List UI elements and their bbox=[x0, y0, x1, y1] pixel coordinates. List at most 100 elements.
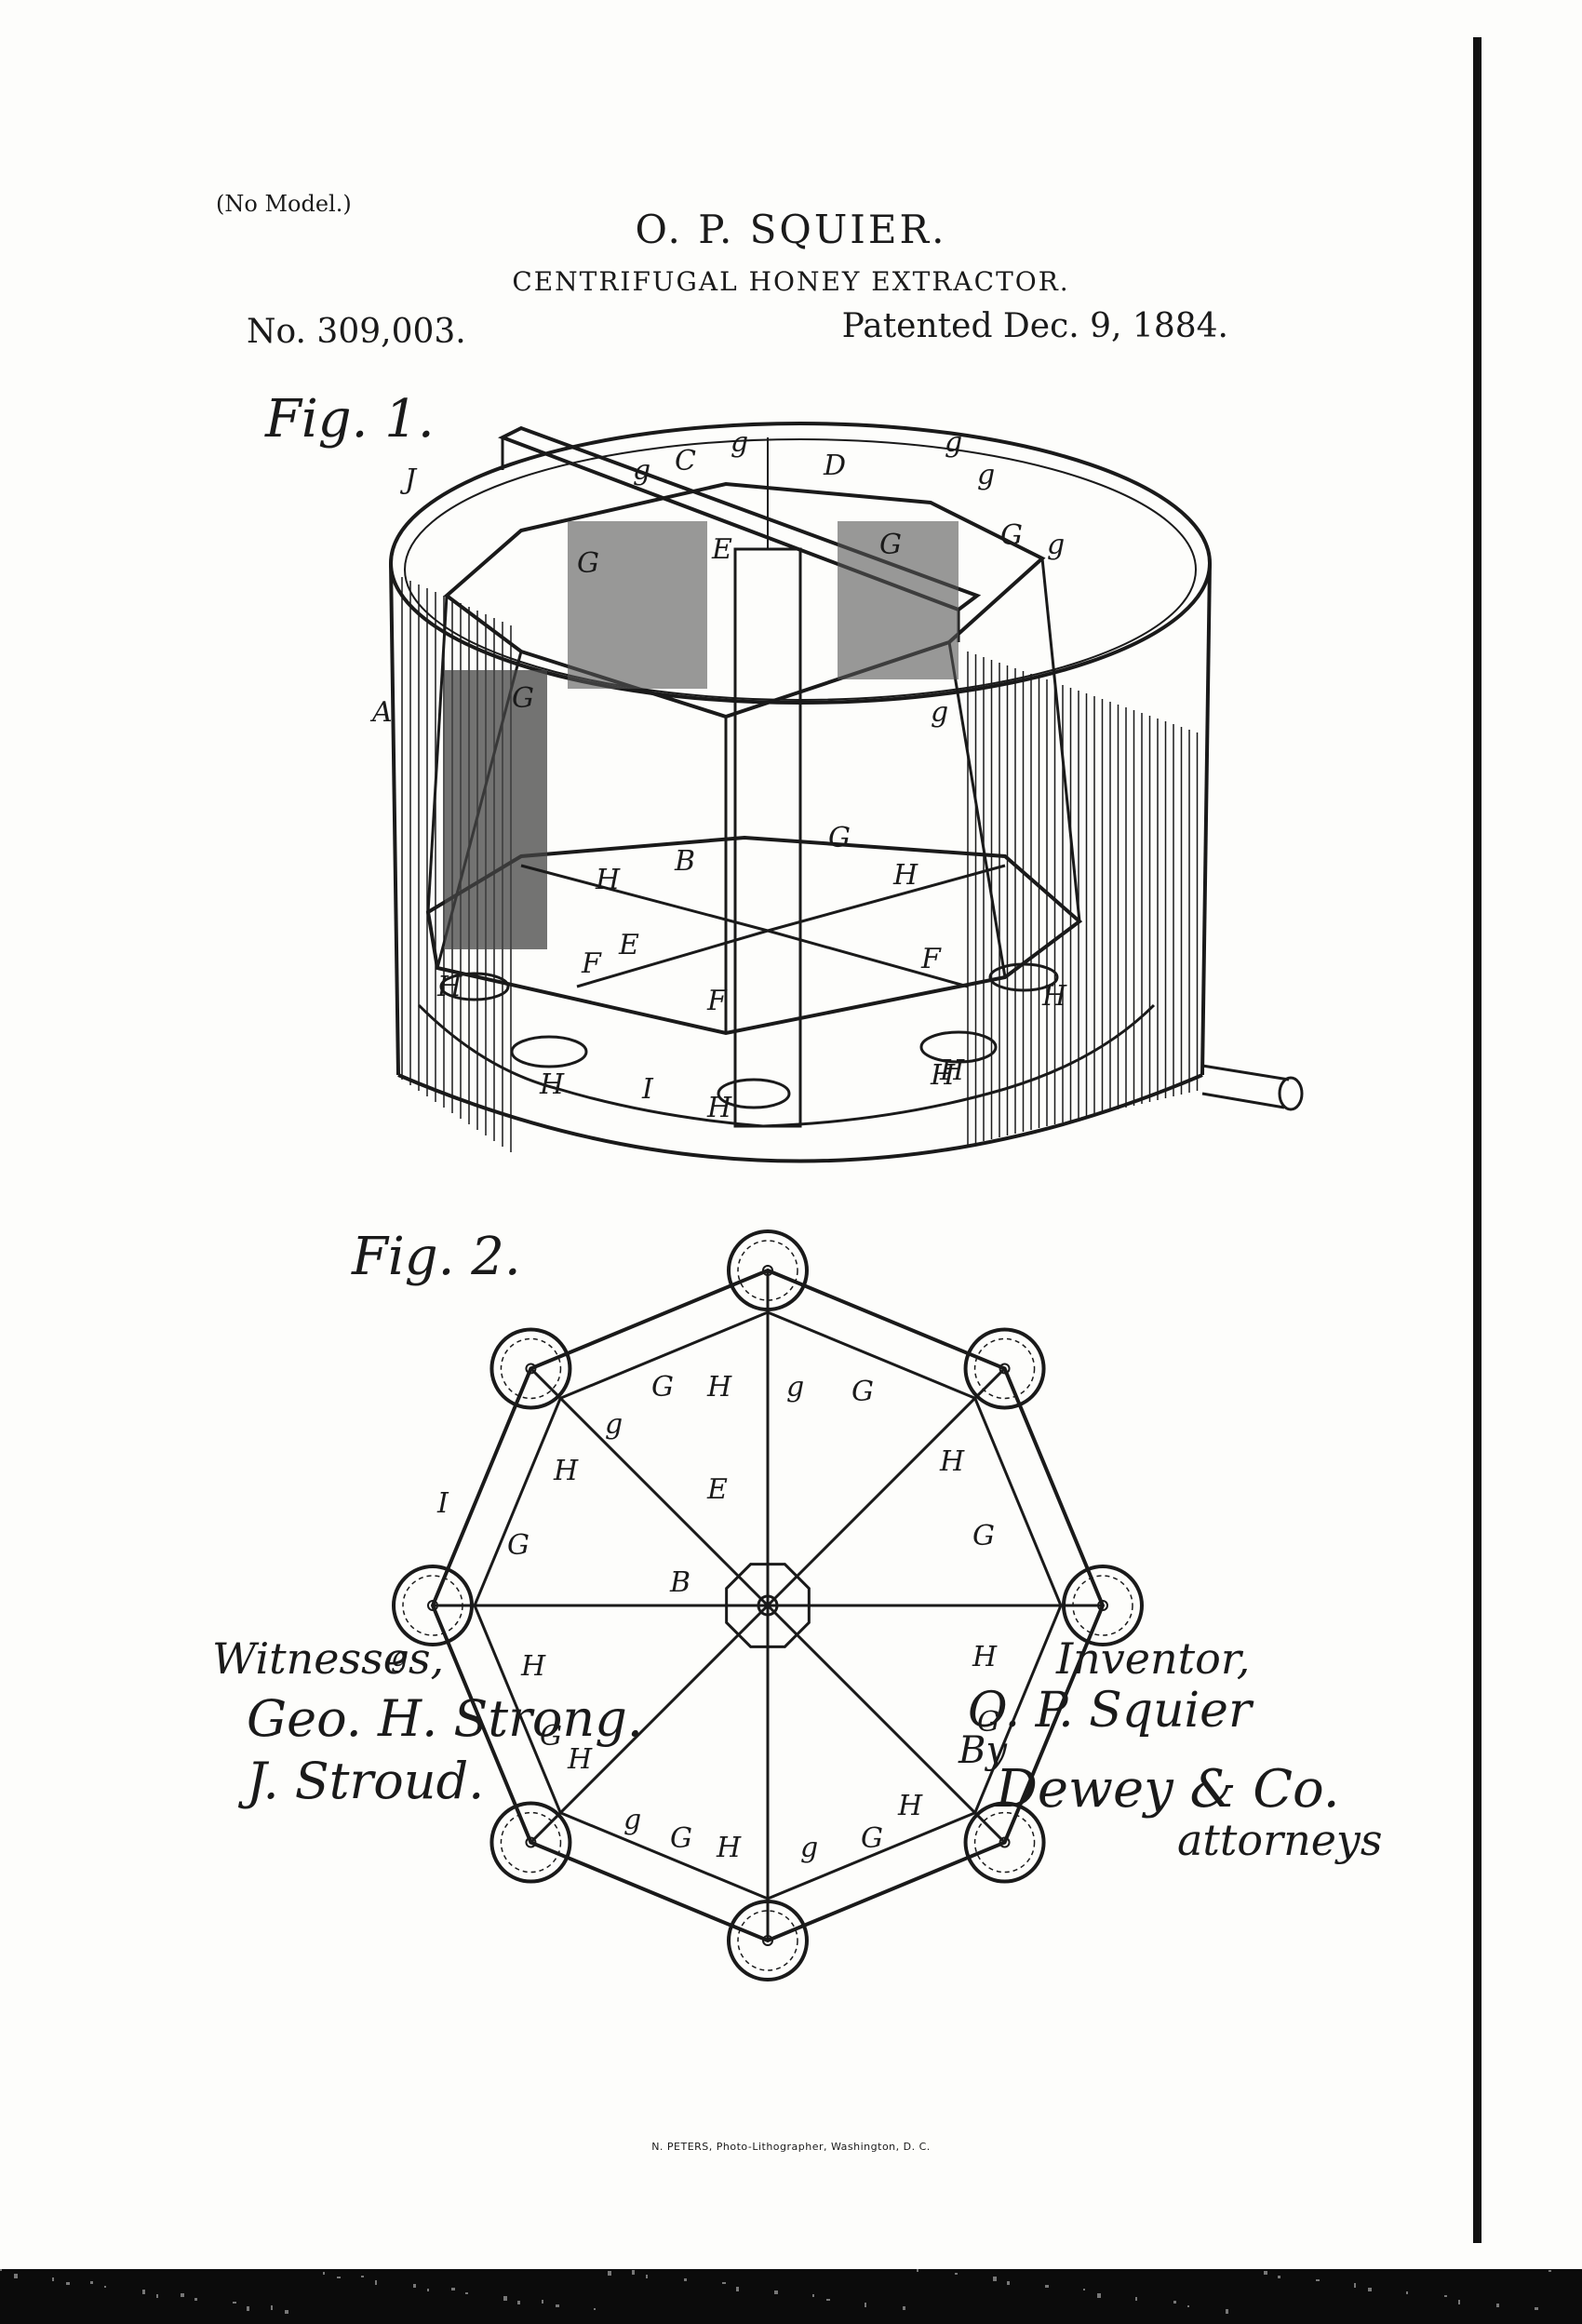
scan-speck bbox=[774, 2290, 778, 2294]
fig1-letter: G bbox=[512, 682, 534, 715]
scan-speck bbox=[181, 2293, 184, 2297]
patent-number: No. 309,003. bbox=[247, 313, 466, 351]
pulley bbox=[489, 1327, 572, 1410]
scan-speck bbox=[646, 2275, 648, 2278]
scan-speck bbox=[1316, 2279, 1320, 2281]
printer-credit: N. PETERS, Photo-Lithographer, Washingto… bbox=[651, 2141, 931, 2153]
scan-speck bbox=[955, 2273, 958, 2275]
fig1-letter: I bbox=[641, 1073, 654, 1106]
inventor-name: O. P. SQUIER. bbox=[635, 207, 947, 252]
fig2-letter: G bbox=[972, 1520, 995, 1552]
fig2-octagon-frame bbox=[392, 1229, 1144, 1981]
pulley-inner bbox=[973, 1811, 1036, 1874]
fig1-letter: C bbox=[675, 445, 696, 477]
scan-speck bbox=[90, 2281, 93, 2284]
spoke bbox=[530, 1367, 770, 1607]
pulley bbox=[963, 1327, 1046, 1410]
fig1-letter: g bbox=[731, 426, 748, 459]
scan-speck bbox=[0, 2269, 2, 2271]
scan-speck bbox=[156, 2294, 158, 2298]
pulley-axle bbox=[427, 1600, 438, 1611]
fig2-letter: E bbox=[706, 1473, 728, 1506]
scan-speck bbox=[1083, 2289, 1085, 2290]
fig1-letter: H bbox=[595, 864, 621, 896]
fig2-letter: G bbox=[651, 1371, 674, 1404]
scan-speck bbox=[194, 2298, 197, 2301]
scan-speck bbox=[271, 2305, 273, 2310]
scan-speck bbox=[594, 2308, 596, 2310]
fig2-letter: G bbox=[851, 1376, 874, 1408]
scan-speck bbox=[632, 2270, 635, 2275]
scan-speck bbox=[1406, 2291, 1408, 2294]
scan-speck bbox=[285, 2310, 288, 2314]
scan-speck bbox=[247, 2306, 249, 2311]
scan-speck bbox=[451, 2288, 455, 2290]
pulley-inner bbox=[500, 1811, 562, 1874]
fig2-letter: g bbox=[605, 1408, 623, 1441]
fig2-letter: H bbox=[716, 1832, 742, 1864]
fig1-letter: G bbox=[879, 529, 902, 561]
pulley bbox=[727, 1900, 809, 1981]
fig1-letter: A bbox=[369, 696, 393, 729]
fig2-letter: B bbox=[669, 1566, 690, 1599]
fig1-letter: G bbox=[577, 547, 599, 580]
scan-speck bbox=[903, 2306, 905, 2310]
fig1-letter: F bbox=[920, 943, 942, 975]
fig2-letter: G bbox=[507, 1529, 530, 1562]
scan-speck bbox=[14, 2274, 18, 2278]
scan-speck bbox=[1444, 2295, 1447, 2297]
witness-signature-2: J. Stroud. bbox=[247, 1752, 485, 1810]
spoke bbox=[766, 1367, 1006, 1607]
scan-speck bbox=[52, 2277, 54, 2281]
scan-speck bbox=[1226, 2309, 1228, 2314]
fig2-letter: H bbox=[972, 1641, 998, 1673]
pulley-inner bbox=[500, 1337, 562, 1400]
pulley-axle bbox=[762, 1935, 773, 1946]
fig1-letter: E bbox=[618, 929, 639, 961]
fig1-letter: g bbox=[945, 426, 962, 459]
scan-speck bbox=[1458, 2300, 1460, 2304]
scan-border-right bbox=[1473, 37, 1481, 2243]
fig2-letter: I bbox=[436, 1487, 449, 1520]
fig2-letter: H bbox=[520, 1650, 546, 1683]
fig1-letter: B bbox=[674, 845, 695, 878]
scan-speck bbox=[917, 2269, 918, 2272]
pulley-axle bbox=[525, 1836, 537, 1848]
witnesses-label: Witnesses, bbox=[212, 1633, 445, 1684]
scan-speck bbox=[337, 2277, 341, 2278]
scan-speck bbox=[1045, 2285, 1049, 2288]
scan-speck bbox=[826, 2299, 830, 2301]
scan-speck bbox=[1496, 2304, 1499, 2307]
fig2-letter: G bbox=[861, 1822, 883, 1855]
attorney-signature: Dewey & Co. bbox=[996, 1759, 1340, 1820]
fig1-letter: F bbox=[706, 985, 728, 1017]
fig1-letter: H bbox=[939, 1055, 965, 1087]
fig1-letter: G bbox=[1000, 519, 1023, 552]
fig2-letter: g bbox=[623, 1804, 641, 1836]
scan-speck bbox=[1354, 2283, 1356, 2288]
fig1-letter: E bbox=[711, 533, 732, 566]
scan-speck bbox=[142, 2290, 145, 2294]
fig2-letter: H bbox=[567, 1743, 593, 1776]
attorney-label: attorneys bbox=[1177, 1815, 1383, 1865]
scan-speck bbox=[556, 2304, 559, 2307]
pulley-axle bbox=[1097, 1600, 1108, 1611]
fig1-label: Fig. 1. bbox=[265, 389, 435, 450]
scan-speck bbox=[375, 2280, 377, 2285]
pulley-axle bbox=[999, 1363, 1011, 1375]
fig1-letter: F bbox=[581, 947, 602, 980]
pulley bbox=[392, 1565, 474, 1646]
fig2-label: Fig. 2. bbox=[352, 1227, 521, 1287]
fig1-letter: g bbox=[931, 696, 948, 729]
scan-speck bbox=[1135, 2297, 1137, 2301]
scan-speck bbox=[865, 2303, 866, 2307]
scan-speck bbox=[542, 2300, 543, 2304]
fig2-letter: g bbox=[391, 1641, 409, 1673]
by-label: By bbox=[959, 1729, 1007, 1772]
fig2-letter: G bbox=[670, 1822, 692, 1855]
scan-speck bbox=[812, 2294, 814, 2297]
scan-speck bbox=[1368, 2288, 1372, 2291]
pulley bbox=[489, 1801, 572, 1884]
fig1-letter: H bbox=[706, 1092, 732, 1124]
